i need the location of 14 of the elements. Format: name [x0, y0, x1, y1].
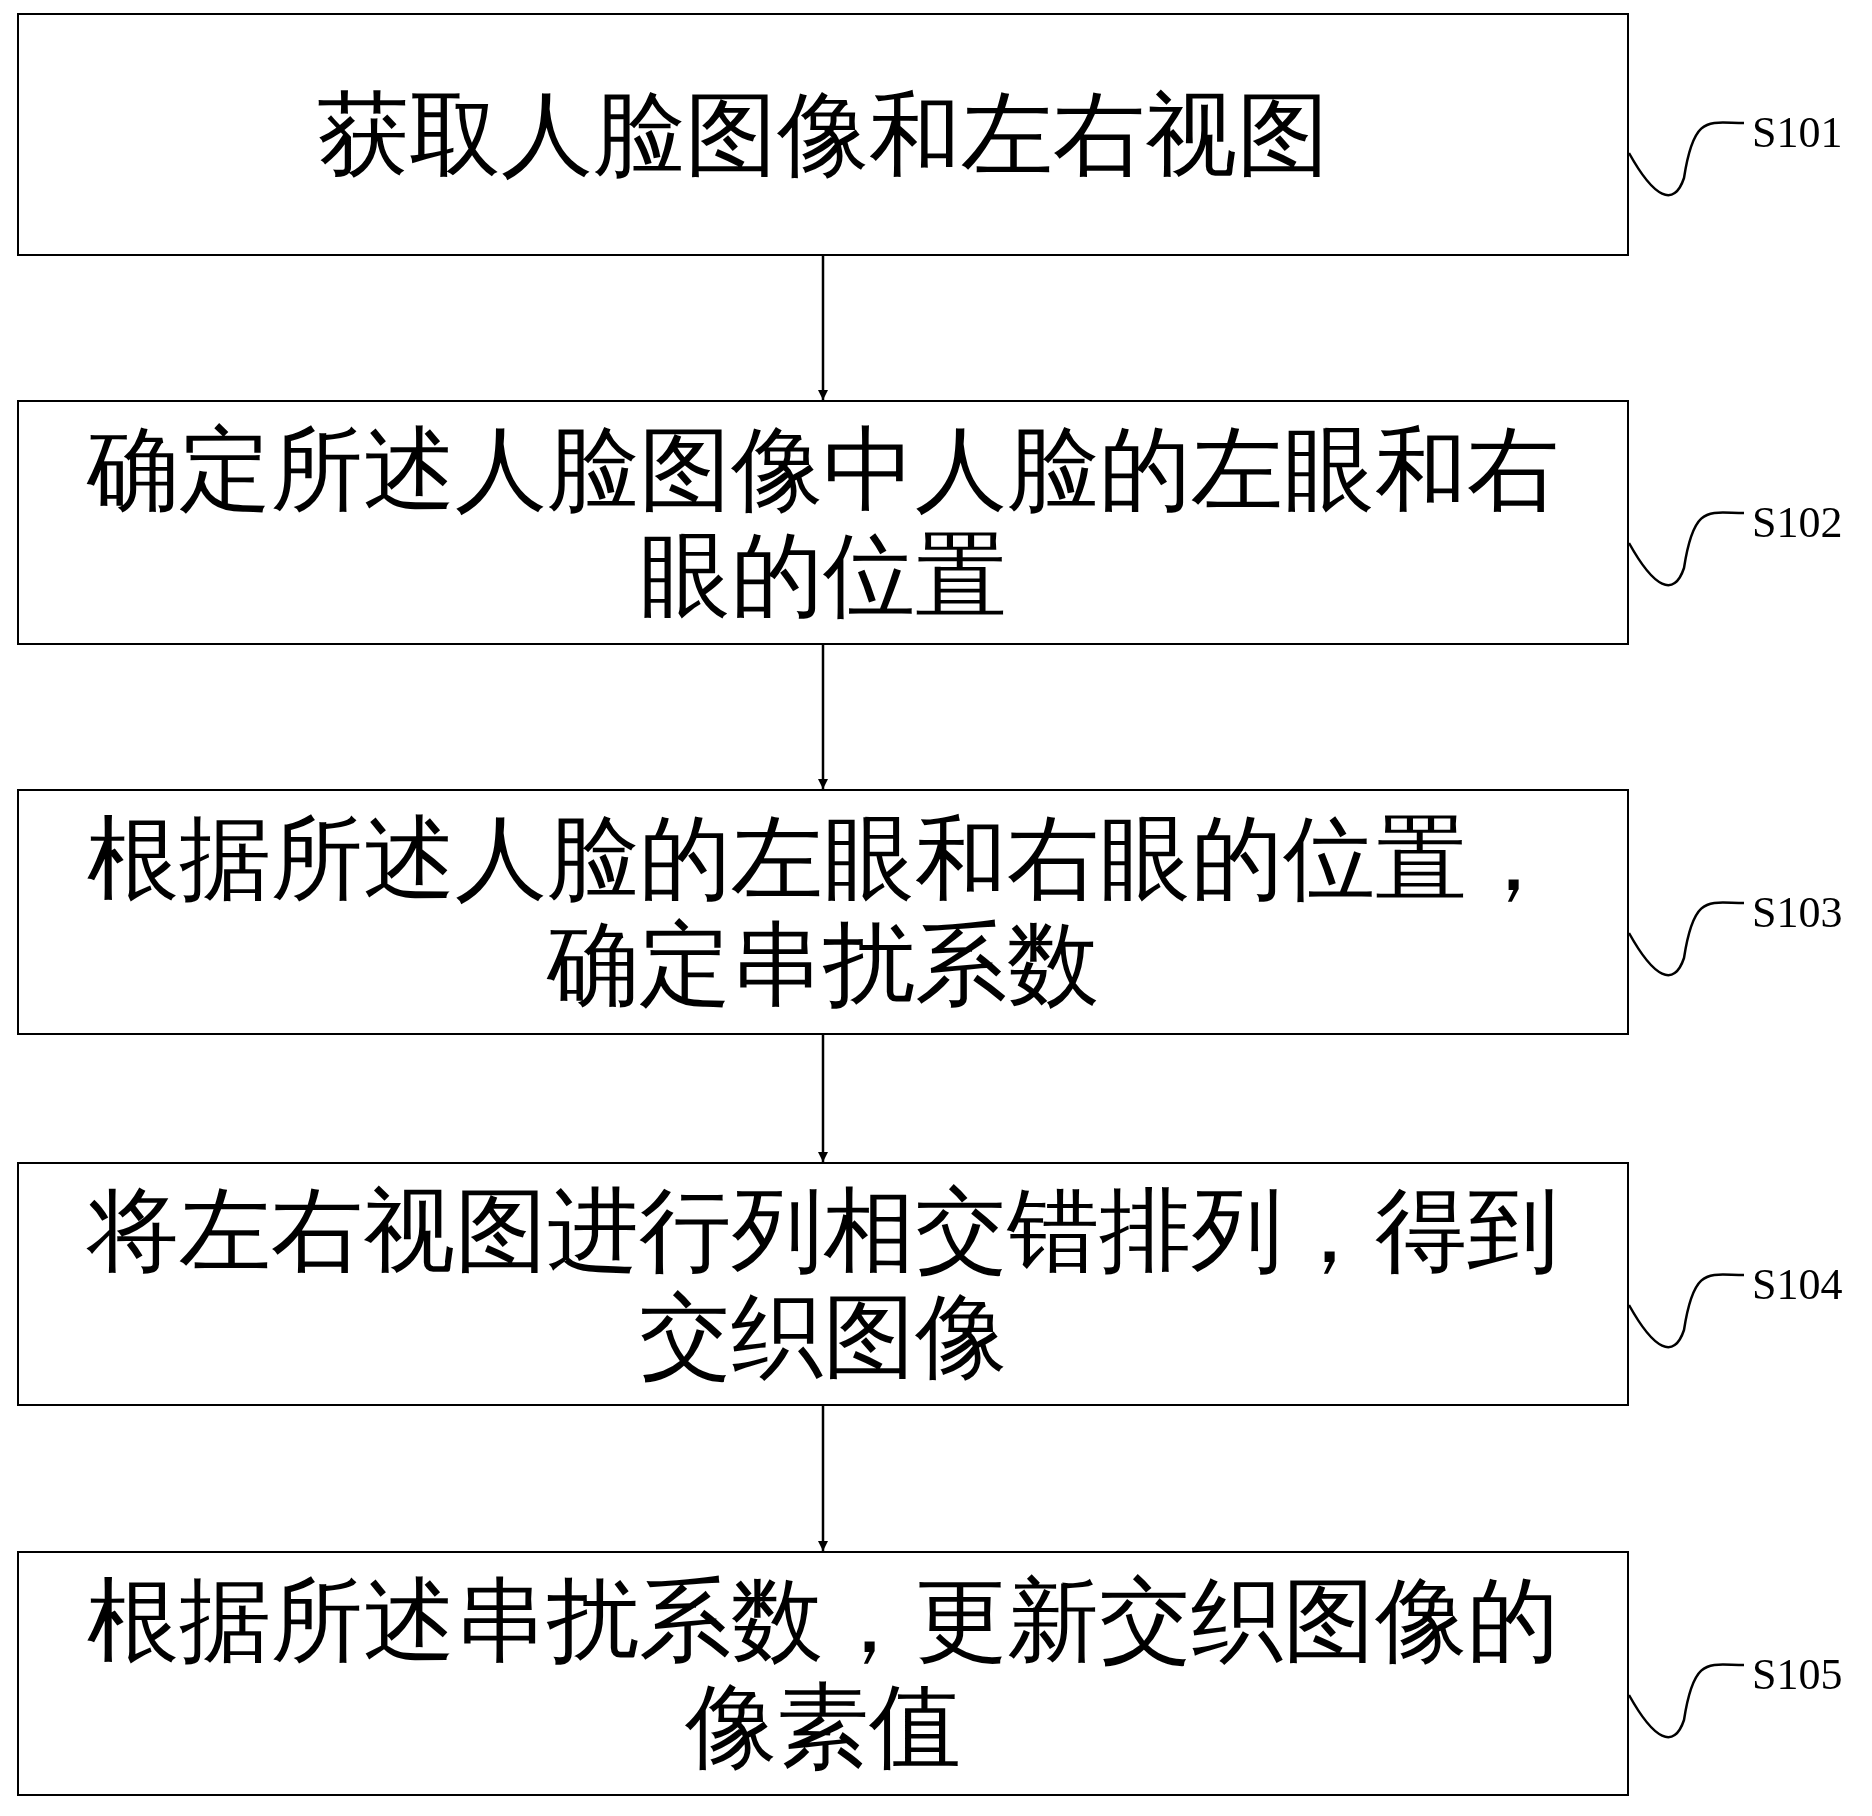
arrow: [818, 1406, 828, 1551]
process-box: 根据所述人脸的左眼和右眼的位置，确定串扰系数: [17, 789, 1629, 1035]
process-box: 确定所述人脸图像中人脸的左眼和右眼的位置: [17, 400, 1629, 645]
process-box: 根据所述串扰系数，更新交织图像的像素值: [17, 1551, 1629, 1796]
step-label: S103: [1752, 888, 1843, 938]
step-label: S102: [1752, 498, 1843, 548]
arrow: [818, 1035, 828, 1162]
process-box: 将左右视图进行列相交错排列，得到交织图像: [17, 1162, 1629, 1406]
step-label: S104: [1752, 1260, 1843, 1310]
arrow: [818, 645, 828, 789]
arrow: [818, 256, 828, 400]
step-label: S105: [1752, 1650, 1843, 1700]
step-label: S101: [1752, 108, 1843, 158]
process-box: 获取人脸图像和左右视图: [17, 13, 1629, 256]
